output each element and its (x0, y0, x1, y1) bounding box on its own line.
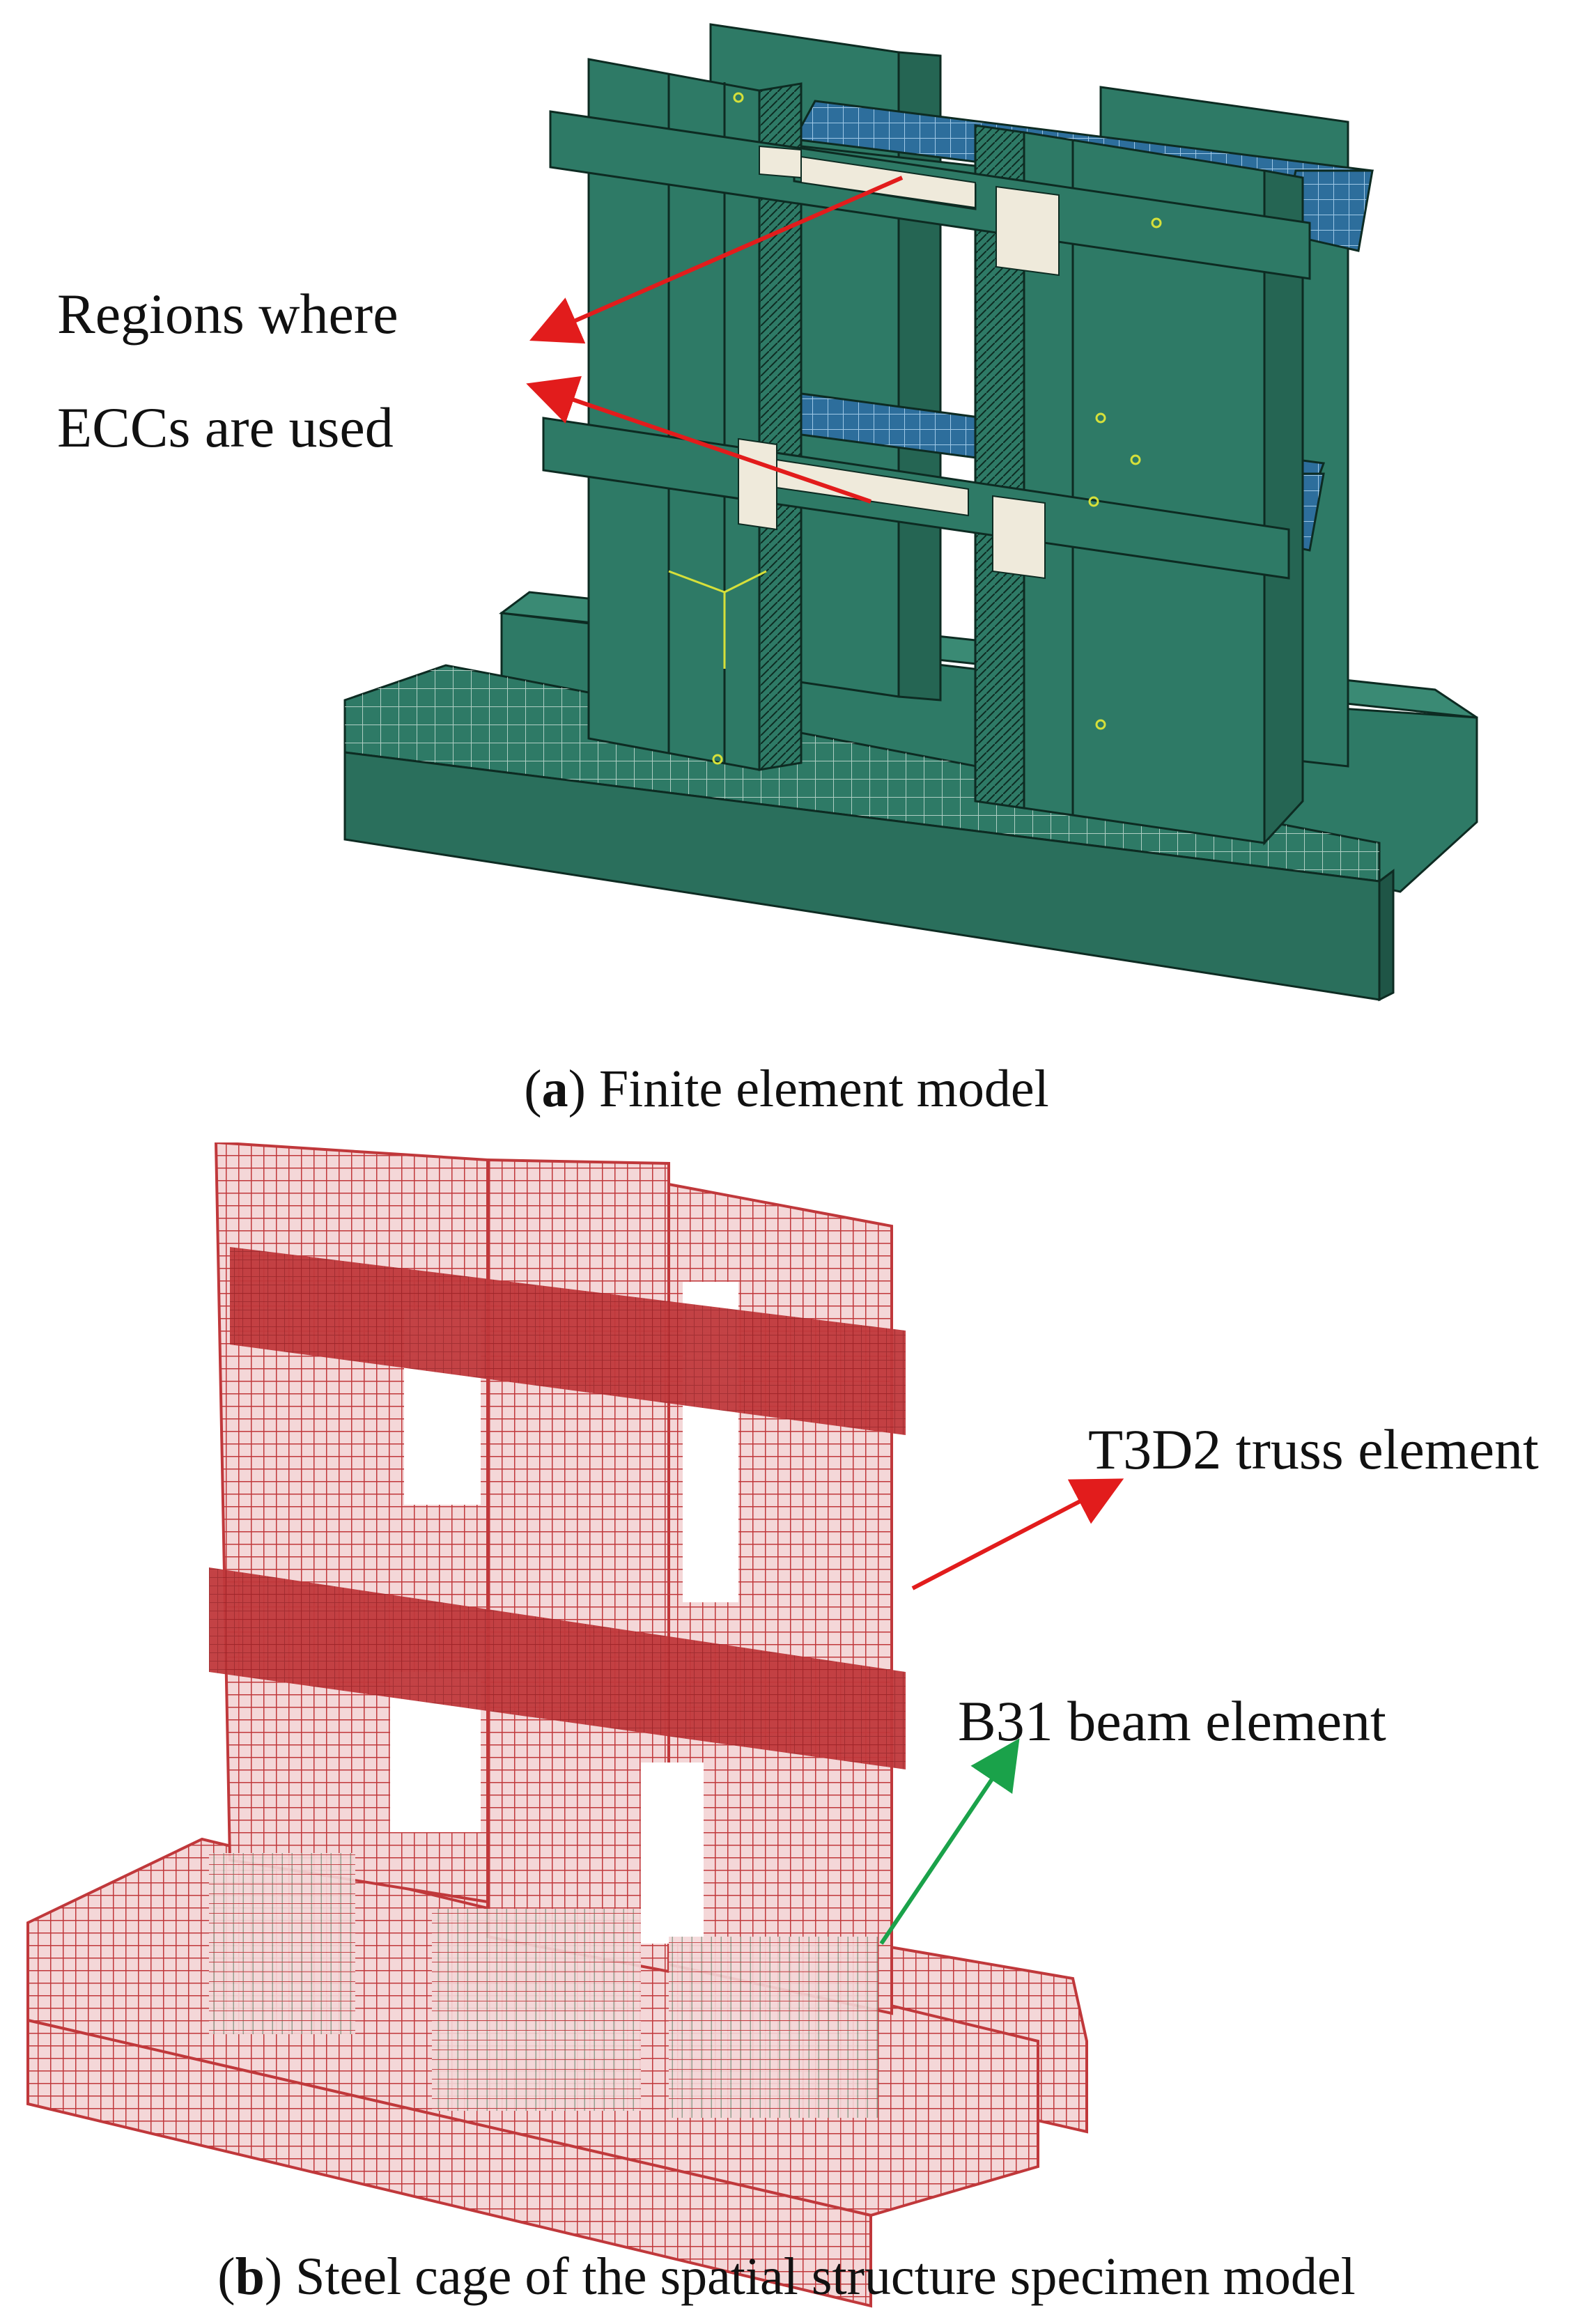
caption-a: (a) Finite element model (524, 1060, 1049, 1118)
caption-b-text: Steel cage of the spatial structure spec… (282, 2247, 1356, 2306)
caption-a-text: Finite element model (585, 1060, 1049, 1118)
panel-a-finite-element-model: Regions where ECCs are used (a) Finite e… (0, 0, 1573, 1142)
fe-model-figure (343, 23, 1478, 1002)
panel-b-steel-cage-model: T3D2 truss element B31 beam element (b) … (0, 1142, 1573, 2324)
beam-arrow (879, 1738, 1020, 1945)
ecc-annotation-arrows (526, 176, 904, 504)
truss-element-label: T3D2 truss element (1088, 1418, 1539, 1481)
front-left-wall (587, 58, 803, 771)
lower-floor-cage (209, 1567, 906, 1769)
ecc-annotation-line-1: Regions where (57, 282, 398, 346)
caption-b: (b) Steel cage of the spatial structure … (217, 2247, 1356, 2306)
caption-a-letter: a (541, 1060, 568, 1118)
beam-element-label: B31 beam element (958, 1689, 1386, 1753)
caption-b-letter: b (235, 2247, 265, 2306)
coordinate-axes-icon (668, 92, 1162, 765)
steel-cage-figure (26, 1142, 1124, 2308)
ecc-annotation-line-2: ECCs are used (57, 396, 394, 459)
truss-arrow (911, 1478, 1124, 1590)
front-right-wall (974, 124, 1304, 846)
upper-floor-cage (230, 1247, 906, 1435)
b31-beam-elements (209, 1853, 878, 2118)
